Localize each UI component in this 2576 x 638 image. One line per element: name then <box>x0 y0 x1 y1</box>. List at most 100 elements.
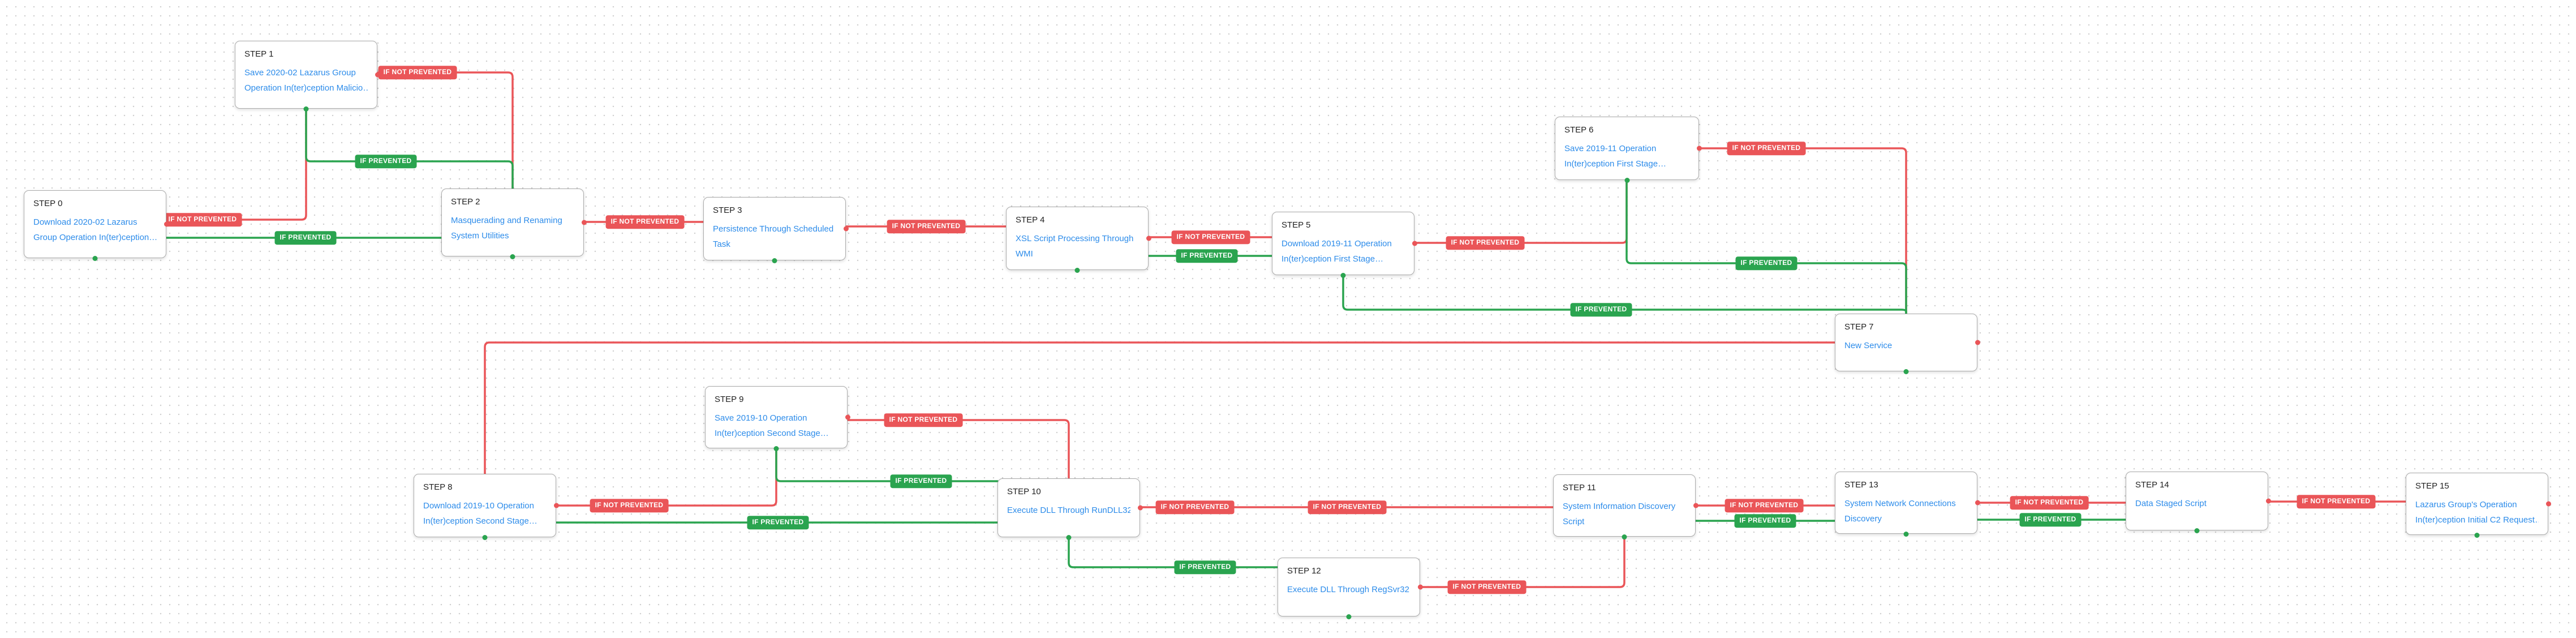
source-handle-bottom-icon[interactable] <box>1340 273 1346 278</box>
source-handle-right-icon[interactable] <box>1138 505 1143 511</box>
step-title: STEP 4 <box>1016 215 1045 225</box>
step-description: In(ter)ception First Stage… <box>1564 159 1667 169</box>
step-description: System Utilities <box>451 231 509 241</box>
edge-label-if-not-prevented: IF NOT PREVENTED <box>2010 496 2089 509</box>
source-handle-right-icon[interactable] <box>554 503 559 508</box>
step-title: STEP 14 <box>2135 480 2169 490</box>
source-handle-bottom-icon[interactable] <box>510 254 515 259</box>
step-description: Execute DLL Through RunDLL32 <box>1007 506 1130 516</box>
source-handle-bottom-icon[interactable] <box>303 106 309 112</box>
edge-label-if-prevented: IF PREVENTED <box>747 516 809 529</box>
step-description: Execute DLL Through RegSvr32 <box>1287 585 1409 595</box>
step-description: In(ter)ception Second Stage… <box>715 429 829 439</box>
step-description: Group Operation In(ter)ception… <box>33 233 157 243</box>
source-handle-right-icon[interactable] <box>164 221 169 227</box>
edge-label-if-prevented: IF PREVENTED <box>1174 560 1236 574</box>
source-handle-bottom-icon[interactable] <box>2474 533 2480 538</box>
step-description: System Network Connections <box>1844 499 1956 509</box>
edge-line-red <box>1413 179 1628 244</box>
source-handle-right-icon[interactable] <box>1146 235 1151 241</box>
step-title: STEP 7 <box>1844 322 1874 332</box>
step-description: Persistence Through Scheduled <box>713 224 834 234</box>
edge-line-green <box>775 447 999 482</box>
step-description: Download 2020-02 Lazarus <box>33 217 137 228</box>
source-handle-bottom-icon[interactable] <box>92 256 98 261</box>
edge-label-if-not-prevented: IF NOT PREVENTED <box>2297 495 2376 508</box>
step-description: System Information Discovery <box>1563 502 1676 512</box>
step-title: STEP 5 <box>1281 220 1311 230</box>
source-handle-right-icon[interactable] <box>375 72 380 78</box>
edge-label-if-not-prevented: IF NOT PREVENTED <box>1308 500 1387 514</box>
source-handle-bottom-icon[interactable] <box>1622 534 1627 539</box>
source-handle-bottom-icon[interactable] <box>772 258 777 263</box>
edge-label-if-not-prevented: IF NOT PREVENTED <box>1171 230 1250 244</box>
step-title: STEP 2 <box>451 197 480 207</box>
step-description: In(ter)ception Initial C2 Request… <box>2415 515 2539 525</box>
edge-label-if-not-prevented: IF NOT PREVENTED <box>605 215 685 229</box>
edge-line-red <box>165 108 307 221</box>
step-description: In(ter)ception Second Stage… <box>423 516 537 526</box>
source-handle-right-icon[interactable] <box>2266 498 2271 504</box>
source-handle-right-icon[interactable] <box>1975 500 1980 506</box>
edge-label-if-prevented: IF PREVENTED <box>1734 514 1796 528</box>
source-handle-right-icon[interactable] <box>2546 501 2551 507</box>
source-handle-bottom-icon[interactable] <box>1066 535 1072 540</box>
source-handle-bottom-icon[interactable] <box>482 535 488 540</box>
step-title: STEP 9 <box>715 395 744 404</box>
edge-label-if-not-prevented: IF NOT PREVENTED <box>1447 580 1526 594</box>
step-description: Script <box>1563 517 1585 527</box>
source-handle-bottom-icon[interactable] <box>1903 532 1909 537</box>
step-title: STEP 11 <box>1563 483 1596 493</box>
source-handle-bottom-icon[interactable] <box>2194 528 2200 533</box>
source-handle-bottom-icon[interactable] <box>1624 178 1629 183</box>
source-handle-right-icon[interactable] <box>1418 584 1423 590</box>
source-handle-right-icon[interactable] <box>1693 503 1698 508</box>
edge-line-green <box>1625 179 1907 315</box>
step-node-14[interactable]: STEP 14 Data Staged Script <box>2126 472 2271 533</box>
edge-line-red <box>376 71 514 190</box>
source-handle-right-icon[interactable] <box>582 220 587 225</box>
source-handle-bottom-icon[interactable] <box>1074 268 1080 273</box>
step-description: Operation In(ter)ception Malicio… <box>244 83 368 93</box>
source-handle-bottom-icon[interactable] <box>1346 614 1352 619</box>
step-description: Data Staged Script <box>2135 499 2207 509</box>
step-description: Masquerading and Renaming <box>451 216 562 226</box>
source-handle-right-icon[interactable] <box>844 226 849 232</box>
edge-line-red <box>846 419 1070 479</box>
edge-line-green <box>305 108 514 190</box>
source-handle-right-icon[interactable] <box>1975 340 1980 345</box>
edge-line-red <box>555 447 777 507</box>
step-title: STEP 8 <box>423 482 453 492</box>
step-title: STEP 1 <box>244 49 274 59</box>
edge-label-if-not-prevented: IF NOT PREVENTED <box>1155 500 1235 514</box>
source-handle-right-icon[interactable] <box>1412 241 1417 246</box>
edge-label-if-not-prevented: IF NOT PREVENTED <box>1727 142 1806 155</box>
step-description: Save 2020-02 Lazarus Group <box>244 68 356 78</box>
source-handle-bottom-icon[interactable] <box>1903 369 1909 374</box>
source-handle-bottom-icon[interactable] <box>773 446 779 451</box>
step-description: Save 2019-10 Operation <box>715 413 807 423</box>
edge-label-if-not-prevented: IF NOT PREVENTED <box>884 413 963 427</box>
step-description: WMI <box>1016 249 1033 259</box>
edge-label-if-not-prevented: IF NOT PREVENTED <box>1724 499 1804 512</box>
edge-label-if-prevented: IF PREVENTED <box>2019 513 2082 526</box>
source-handle-right-icon[interactable] <box>845 414 850 420</box>
source-handle-right-icon[interactable] <box>1697 145 1702 151</box>
